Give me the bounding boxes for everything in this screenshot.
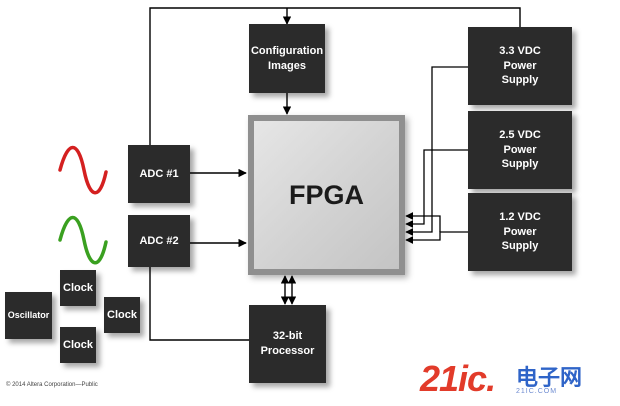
adc2-to-processor-line (149, 266, 249, 341)
power-supply-3v3-block: 3.3 VDC Power Supply (468, 27, 572, 105)
adc1-block: ADC #1 (128, 145, 190, 203)
power-supply-2v5-block: 2.5 VDC Power Supply (468, 111, 572, 189)
oscillator-block: Oscillator (5, 292, 52, 339)
psu25-to-fpga-line (405, 149, 468, 228)
watermark-url: 21IC.COM (516, 388, 558, 395)
analog-signal-1-icon (58, 146, 108, 195)
processor-block: 32-bit Processor (249, 305, 326, 383)
copyright-footer: © 2014 Altera Corporation—Public (6, 382, 98, 388)
clock-block-2: Clock (104, 297, 140, 333)
adc2-block: ADC #2 (128, 215, 190, 267)
watermark-brand: 21ic. (420, 358, 496, 399)
clock-block-1: Clock (60, 270, 96, 306)
configuration-images-block: Configuration Images (249, 24, 325, 93)
watermark-chinese: 电子网 (516, 366, 583, 391)
fpga-block: FPGA (248, 115, 405, 275)
analog-signal-2-icon (58, 216, 108, 265)
clock-block-3: Clock (60, 327, 96, 363)
psu12-to-fpga-line (405, 231, 468, 244)
power-supply-1v2-block: 1.2 VDC Power Supply (468, 193, 572, 271)
psu12-to-fpga-line-2 (405, 212, 441, 232)
top-bus-line (149, 7, 521, 145)
